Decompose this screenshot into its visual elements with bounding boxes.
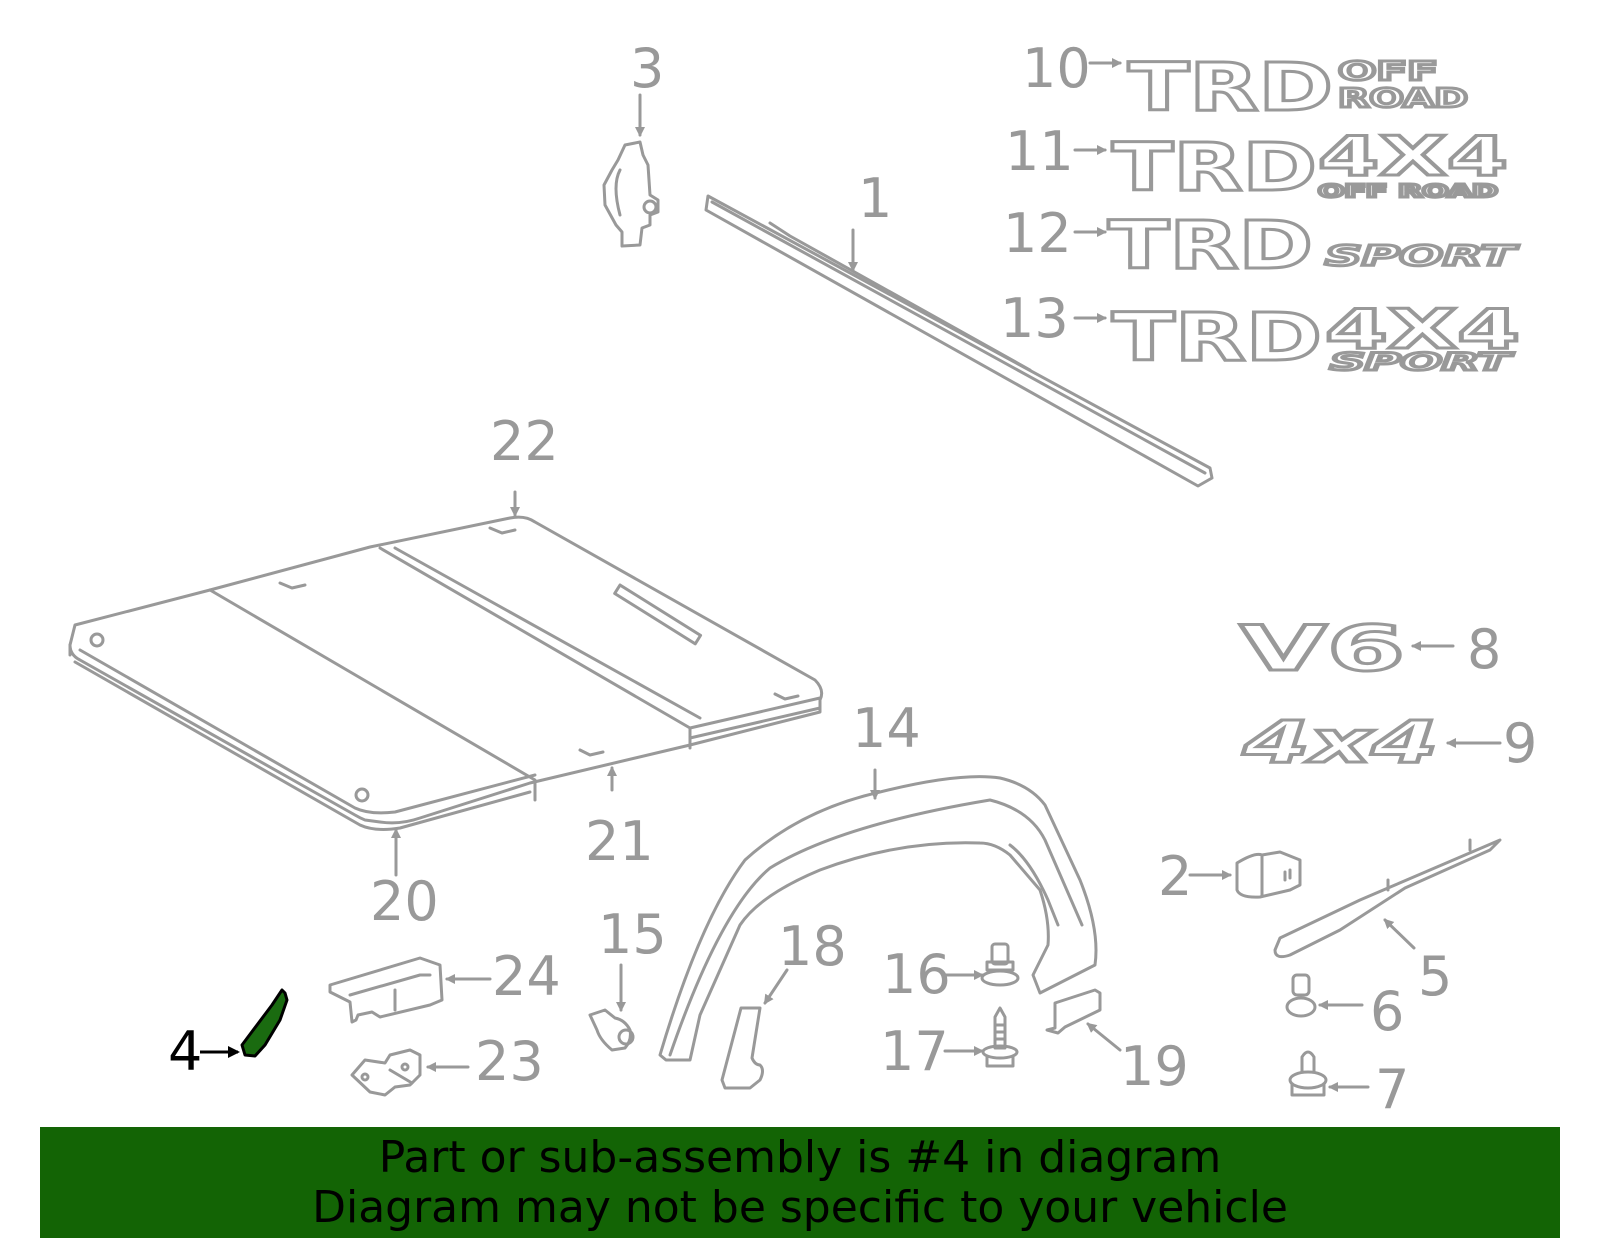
part-16-nut [980, 942, 1020, 987]
callout-2: 2 [1158, 845, 1193, 908]
part-4-highlighted[interactable] [240, 988, 289, 1058]
svg-text:ROAD: ROAD [1338, 84, 1468, 114]
callout-14: 14 [852, 697, 921, 760]
callout-22: 22 [490, 410, 559, 473]
banner-part-info: Part or sub-assembly is #4 in diagram [378, 1131, 1222, 1183]
info-banner: Part or sub-assembly is #4 in diagram Di… [40, 1127, 1560, 1238]
callout-24: 24 [492, 945, 561, 1008]
callout-23: 23 [475, 1030, 544, 1093]
banner-disclaimer: Diagram may not be specific to your vehi… [312, 1181, 1288, 1233]
part-20-22-tonneau-cover [68, 515, 824, 831]
part-5-rail [1273, 838, 1502, 959]
svg-text:TRD: TRD [1112, 129, 1317, 206]
callout-3: 3 [630, 37, 665, 100]
callout-10: 10 [1022, 37, 1091, 100]
emblem-trd-off-road: TRD OFF ROAD [1127, 48, 1470, 128]
part-23-hinge [350, 1048, 422, 1097]
svg-text:OFF: OFF [1338, 57, 1438, 87]
callout-6: 6 [1370, 980, 1405, 1043]
svg-text:TRD: TRD [1108, 207, 1313, 284]
emblem-trd-sport: TRD SPORT [1107, 206, 1520, 286]
callout-8: 8 [1467, 618, 1502, 681]
svg-text:OFF ROAD: OFF ROAD [1318, 181, 1498, 202]
svg-text:4x4: 4x4 [1241, 708, 1438, 776]
part-7-screw [1288, 1050, 1328, 1097]
svg-text:4X4: 4X4 [1325, 298, 1520, 361]
callout-12: 12 [1003, 202, 1072, 265]
callout-19: 19 [1120, 1035, 1189, 1098]
emblem-4x4: 4x4 [1240, 707, 1440, 778]
svg-text:TRD: TRD [1128, 49, 1333, 126]
part-24-bracket [328, 956, 444, 1024]
svg-text:4X4: 4X4 [1318, 125, 1508, 188]
part-19-pad [1045, 988, 1102, 1035]
callout-4[interactable]: 4 [168, 1020, 203, 1083]
part-15-grommet [588, 1008, 635, 1052]
svg-text:TRD: TRD [1112, 299, 1322, 376]
part-1-molding [704, 194, 1214, 488]
callout-9: 9 [1503, 712, 1538, 775]
part-6-clip [1285, 973, 1317, 1018]
part-17-bolt [981, 1006, 1019, 1068]
svg-text:SPORT: SPORT [1330, 348, 1513, 376]
callout-7: 7 [1375, 1058, 1410, 1121]
callout-11: 11 [1005, 120, 1074, 183]
svg-text:V6: V6 [1240, 612, 1405, 685]
emblem-trd-4x4-off-road: TRD 4X4 OFF ROAD [1111, 124, 1510, 208]
part-18-bracket [720, 1006, 764, 1090]
part-14-fender-flare [658, 775, 1098, 1062]
callout-21: 21 [585, 810, 654, 873]
callout-20: 20 [370, 870, 439, 933]
callout-1: 1 [858, 167, 893, 230]
emblem-v6: V6 [1239, 611, 1407, 687]
callout-15: 15 [598, 903, 667, 966]
callout-5: 5 [1418, 945, 1453, 1008]
callout-16: 16 [882, 943, 951, 1006]
callout-17: 17 [880, 1020, 949, 1083]
part-3-clip [602, 140, 660, 248]
svg-text:SPORT: SPORT [1325, 239, 1518, 272]
part-2-connector [1235, 850, 1302, 899]
callout-13: 13 [1000, 287, 1069, 350]
callout-18: 18 [778, 915, 847, 978]
emblem-trd-4x4-sport: TRD 4X4 SPORT [1111, 297, 1522, 378]
